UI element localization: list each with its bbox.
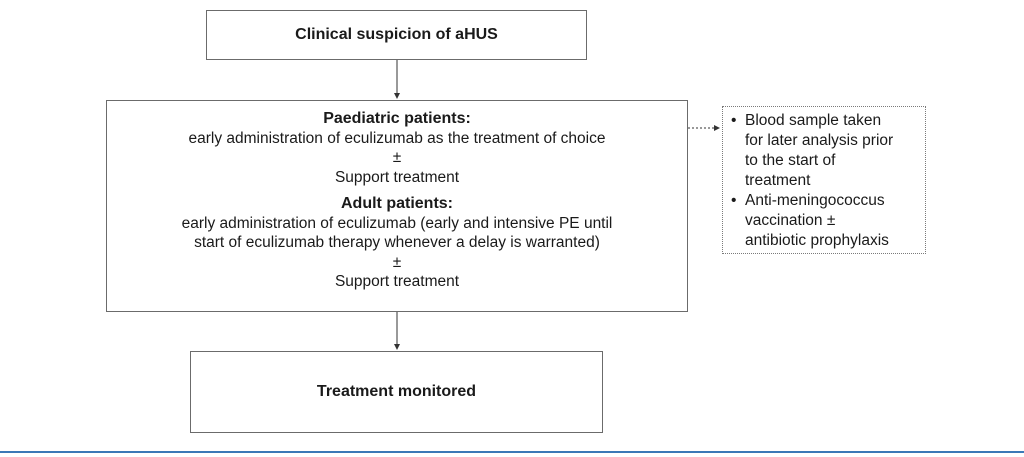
note-blood-sample: • Blood sample taken for later analysis … <box>731 111 919 191</box>
treatment-monitored-label: Treatment monitored <box>316 383 477 400</box>
note-line: for later analysis prior <box>745 132 894 149</box>
paediatric-treatment-text: early administration of eculizumab as th… <box>188 129 606 147</box>
paediatric-support-text: Support treatment <box>334 168 460 186</box>
clinical-suspicion-label: Clinical suspicion of aHUS <box>295 26 498 43</box>
note-line: vaccination ± <box>745 212 836 229</box>
treatment-monitored-box: Treatment monitored <box>190 351 603 433</box>
paediatric-plus-minus: ± <box>392 149 402 166</box>
adult-support-text: Support treatment <box>334 273 460 290</box>
paediatric-heading: Paediatric patients: <box>323 110 471 127</box>
adult-heading: Adult patients: <box>341 195 453 212</box>
adult-treatment-text-line2: start of eculizumab therapy whenever a d… <box>194 234 600 251</box>
note-line: Anti-meningococcus <box>745 192 885 209</box>
note-line: antibiotic prophylaxis <box>745 232 889 249</box>
note-line: to the start of <box>745 152 836 169</box>
adult-plus-minus: ± <box>392 253 402 271</box>
treatment-options-box: Paediatric patients: early administratio… <box>106 100 688 312</box>
pre-treatment-notes-box: • Blood sample taken for later analysis … <box>722 106 926 254</box>
pre-treatment-notes-list: • Blood sample taken for later analysis … <box>731 111 919 251</box>
adult-treatment-text-line1: early administration of eculizumab (earl… <box>181 214 613 232</box>
bullet-icon: • <box>731 192 737 209</box>
note-line: Blood sample taken <box>745 112 882 129</box>
footer-divider <box>0 451 1024 453</box>
bullet-icon: • <box>731 112 737 129</box>
note-line: treatment <box>745 172 811 189</box>
clinical-suspicion-box: Clinical suspicion of aHUS <box>206 10 587 60</box>
note-vaccination: • Anti-meningococcus vaccination ± antib… <box>731 191 919 251</box>
